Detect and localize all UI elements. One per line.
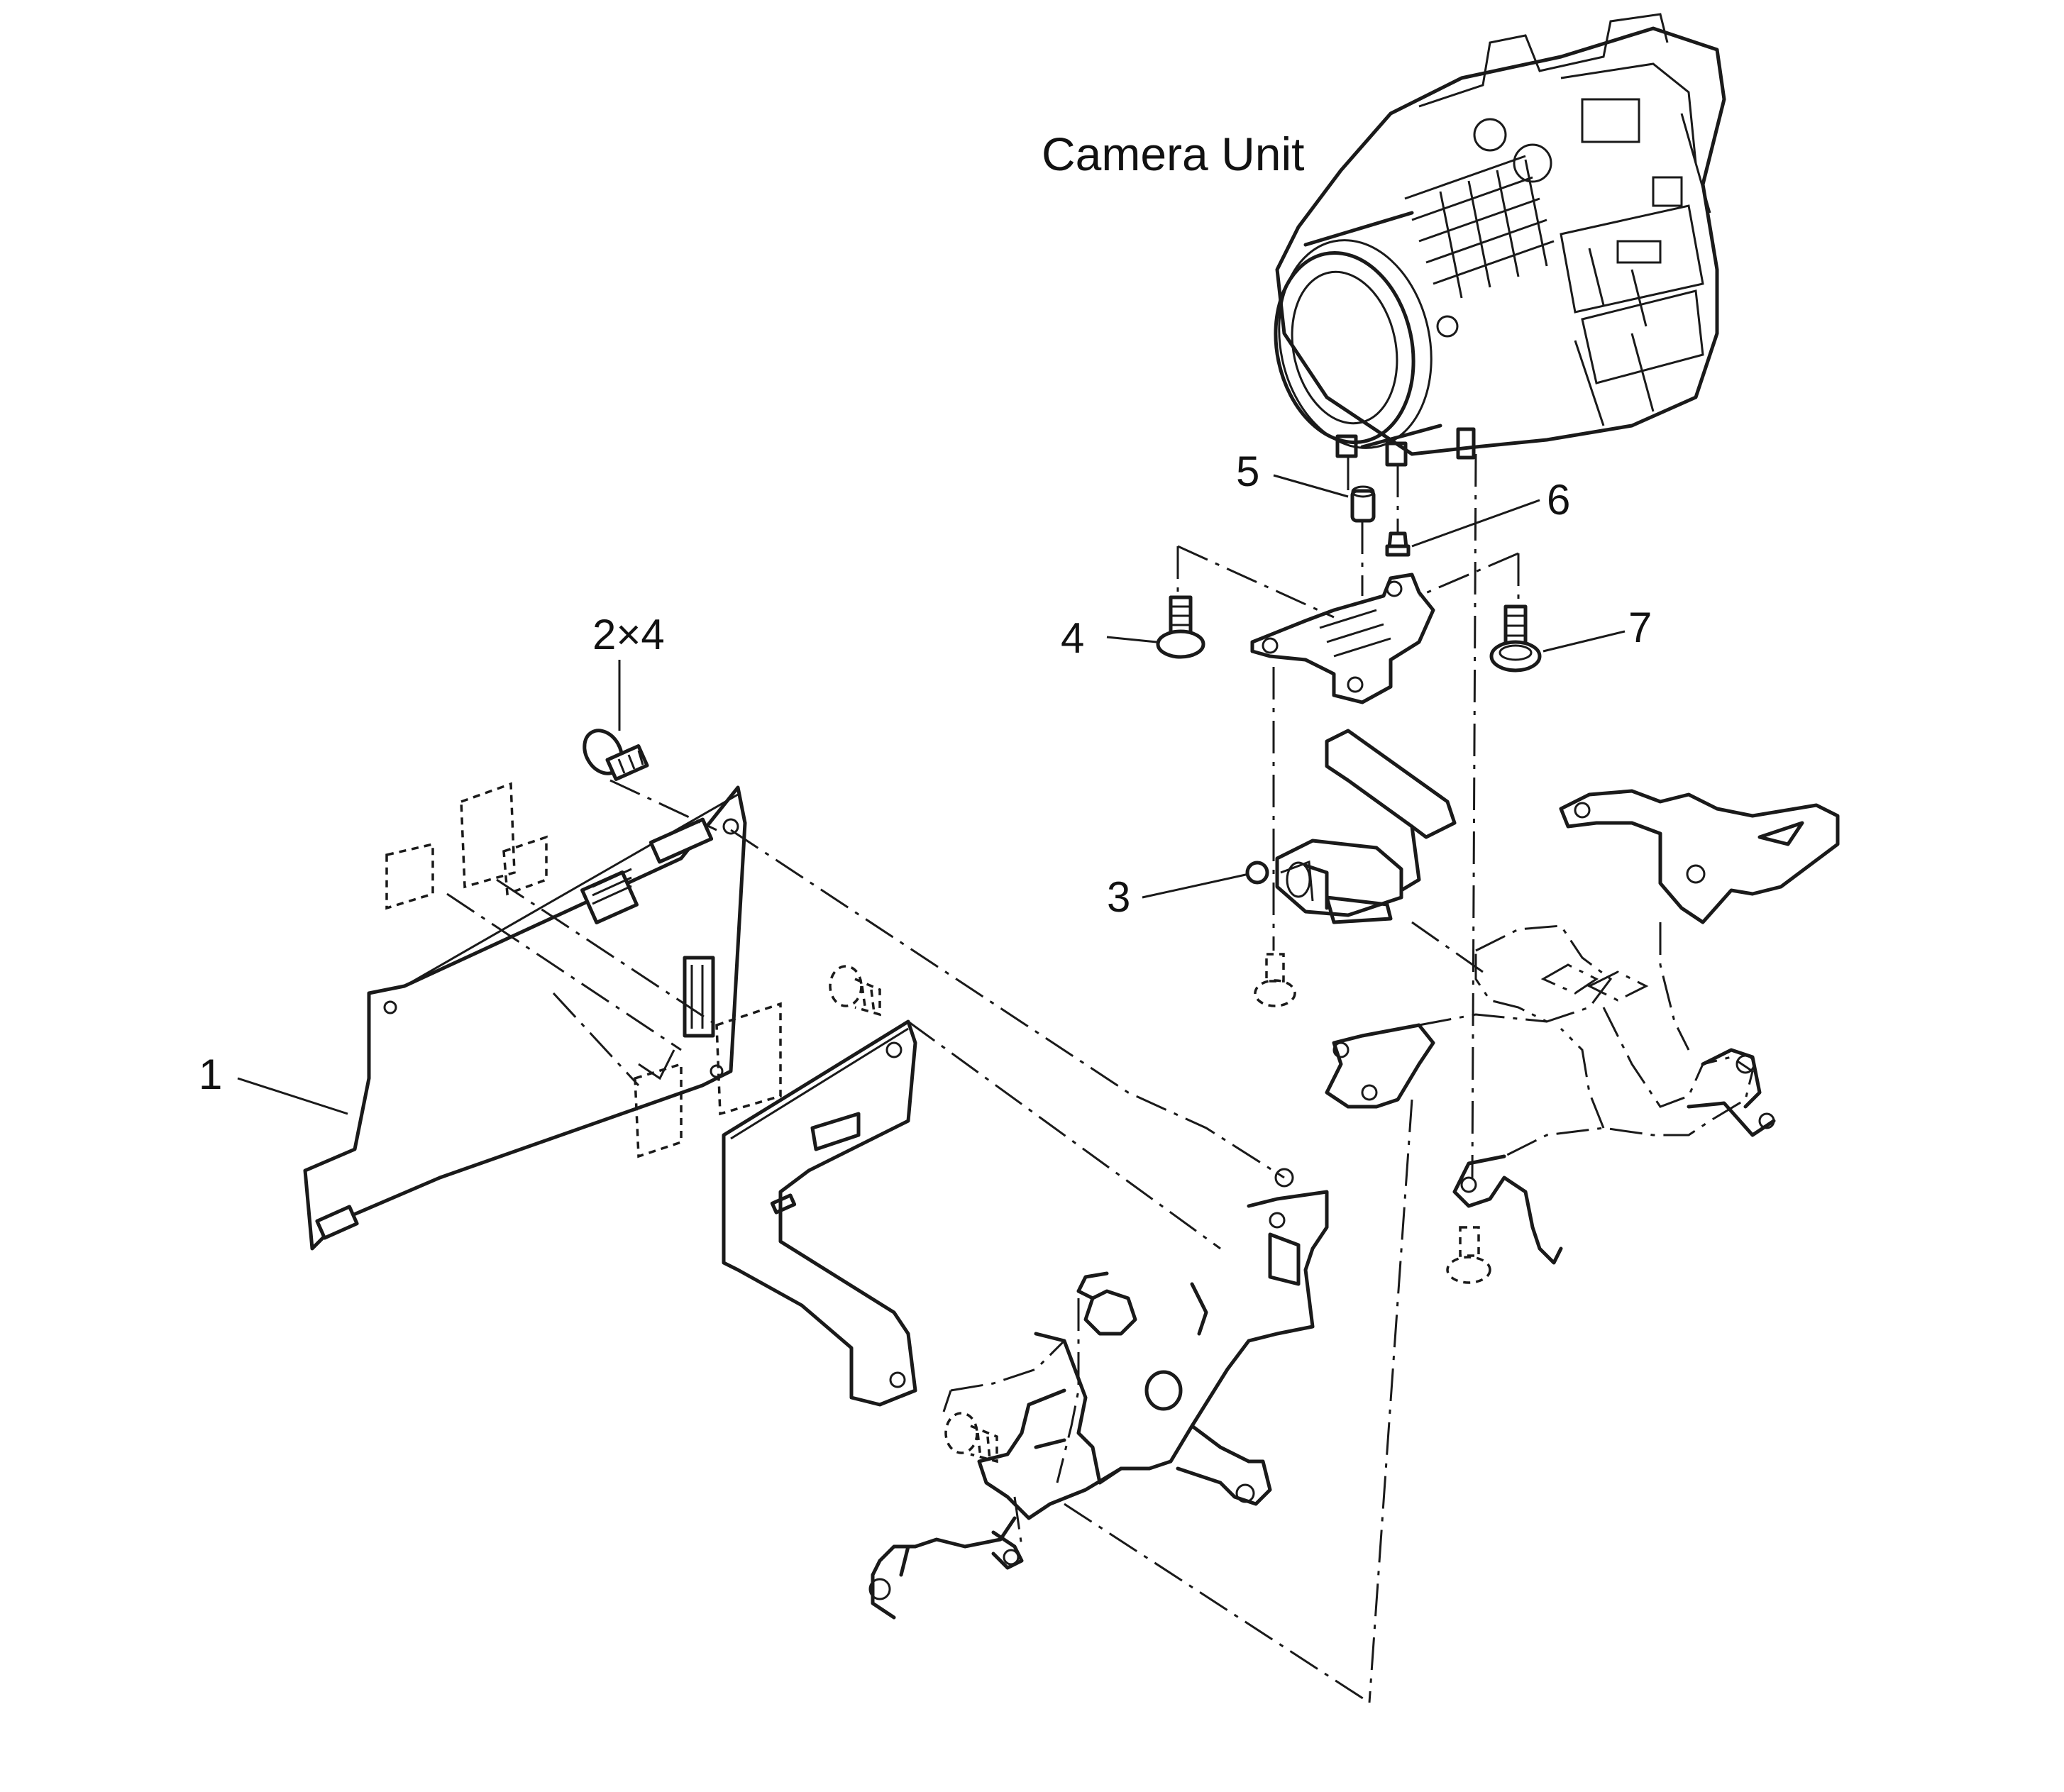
part-7-screw [1489,604,1542,673]
assembly-guide-lines [446,453,1520,1704]
dotted-screw-shield-upper [829,965,881,1017]
pcb-dashed-components [385,782,782,1158]
part-3-motor-assembly [1245,729,1457,924]
callout-5: 5 [1236,448,1259,495]
part-1-circuit-board [303,785,747,1251]
part-5-spacer [1350,485,1376,523]
callout-leaders [237,474,1626,1115]
dotted-screw-shield-lower [944,1412,998,1464]
camera-unit-part [1274,13,1726,467]
part-2-screw [583,729,649,781]
callout-7: 7 [1628,604,1652,651]
lower-main-frame-part [868,1168,1329,1620]
callout-4: 4 [1061,614,1084,662]
dotted-screw-lower-center [1254,953,1296,1007]
callout-1: 1 [199,1051,222,1098]
camera-unit-label: Camera Unit [1042,128,1304,180]
part-6-screw [1385,531,1411,557]
callout-6: 6 [1547,476,1570,524]
dotted-screw-right [1446,1226,1491,1284]
lens-bracket-part [1250,573,1435,704]
right-lower-frame-part [1325,924,1776,1265]
shield-plate-part [722,1019,917,1407]
callout-2: 2×4 [592,611,665,658]
callout-3: 3 [1107,873,1130,921]
part-4-screw [1156,595,1205,659]
right-frame-part [1559,789,1840,1051]
